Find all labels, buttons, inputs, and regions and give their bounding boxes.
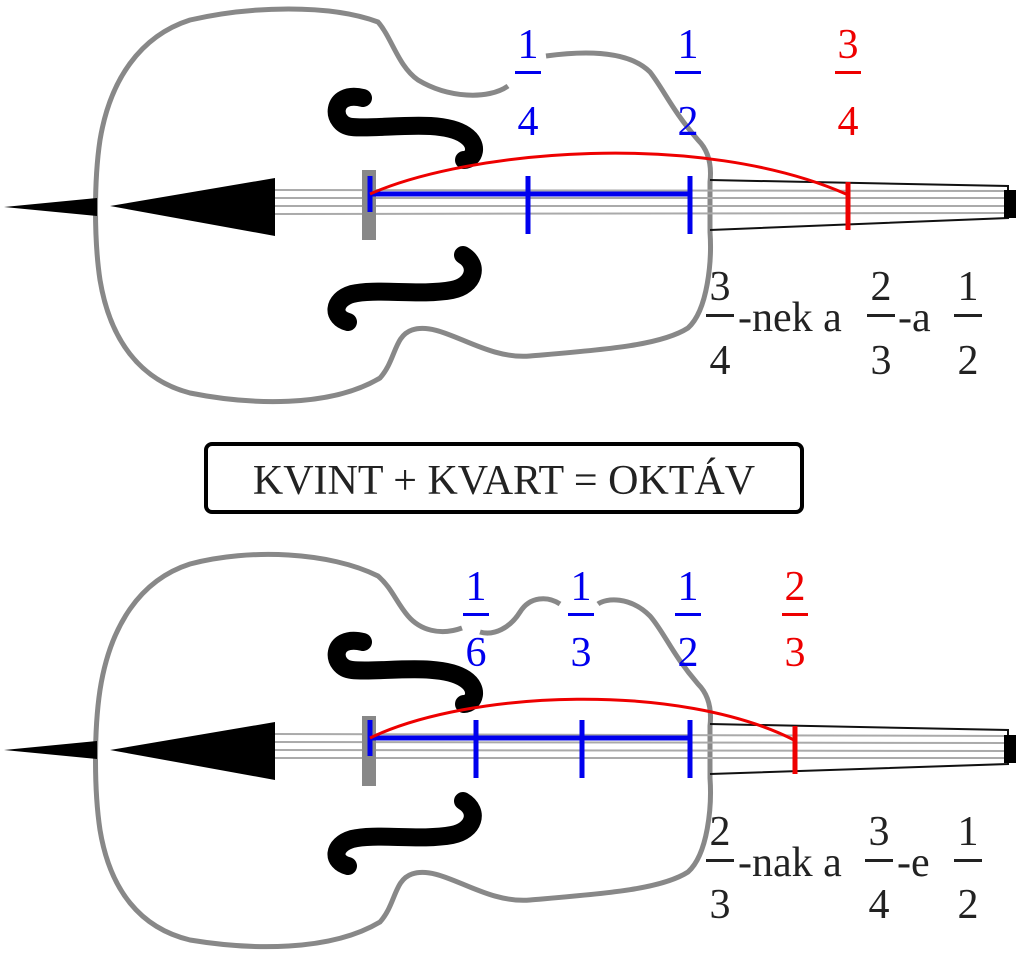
fraction-denominator: 3 — [785, 630, 806, 676]
top-caption: 3 4 -nek a 2 3 -a 1 2 — [706, 264, 982, 384]
caption-fraction-3-den: 2 — [958, 338, 979, 384]
top-mark-1: 1 4 — [515, 22, 541, 145]
violin-body-outline — [93, 6, 713, 405]
top-mark-3: 3 4 — [835, 22, 861, 145]
strings — [274, 189, 1009, 215]
f-hole-lower — [327, 792, 482, 875]
f-hole-upper — [327, 631, 483, 713]
caption-text-1: -nak a — [738, 840, 842, 886]
fraction-numerator: 1 — [466, 564, 487, 610]
bottom-mark-4: 2 3 — [782, 564, 808, 676]
fraction-numerator: 1 — [678, 564, 699, 610]
fraction-denominator: 4 — [838, 99, 859, 145]
caption-fraction-3-den: 2 — [958, 882, 979, 928]
tailpiece — [110, 178, 275, 236]
fraction-numerator: 1 — [678, 22, 699, 68]
caption-fraction-3-num: 1 — [958, 809, 979, 855]
caption-fraction-2-den: 4 — [869, 882, 890, 928]
red-arc — [369, 697, 795, 742]
fraction-numerator: 1 — [518, 22, 539, 68]
fraction-denominator: 4 — [518, 99, 539, 145]
tailpiece — [110, 722, 275, 780]
bottom-mark-2: 1 3 — [568, 564, 594, 676]
caption-text-1: -nek a — [738, 295, 842, 341]
fraction-denominator: 6 — [466, 630, 487, 676]
caption-text-2: -e — [897, 840, 930, 886]
caption-fraction-2-den: 3 — [871, 338, 892, 384]
title-box: KVINT + KVART = OKTÁV — [204, 442, 804, 514]
caption-text-2: -a — [898, 295, 931, 341]
top-mark-2: 1 2 — [675, 22, 701, 145]
blue-segment — [367, 176, 693, 234]
f-hole-lower — [327, 246, 482, 331]
bottom-caption: 2 3 -nak a 3 4 -e 1 2 — [706, 809, 982, 928]
peg-block — [1004, 190, 1016, 218]
caption-fraction-2-num: 2 — [871, 264, 892, 310]
fraction-numerator: 3 — [838, 22, 859, 68]
caption-fraction-1-den: 3 — [710, 882, 731, 928]
endpin — [4, 741, 97, 759]
strings — [274, 733, 1009, 759]
peg-block — [1004, 735, 1016, 763]
caption-fraction-2-num: 3 — [869, 809, 890, 855]
caption-fraction-1-num: 2 — [710, 809, 731, 855]
fraction-denominator: 2 — [678, 99, 699, 145]
bottom-mark-1: 1 6 — [463, 564, 489, 676]
fraction-numerator: 2 — [785, 564, 806, 610]
red-arc — [369, 151, 847, 196]
f-hole-upper — [327, 87, 483, 169]
fraction-numerator: 1 — [571, 564, 592, 610]
fingerboard — [709, 723, 1009, 775]
violin-bottom — [4, 551, 1016, 950]
caption-fraction-1-num: 3 — [710, 264, 731, 310]
violin-top — [4, 6, 1016, 405]
caption-fraction-1-den: 4 — [710, 338, 731, 384]
endpin — [4, 198, 97, 216]
fraction-denominator: 3 — [571, 630, 592, 676]
title-text: KVINT + KVART = OKTÁV — [253, 457, 755, 504]
bottom-mark-3: 1 2 — [675, 564, 701, 676]
fraction-denominator: 2 — [678, 630, 699, 676]
blue-segment — [367, 720, 693, 778]
caption-fraction-3-num: 1 — [958, 264, 979, 310]
